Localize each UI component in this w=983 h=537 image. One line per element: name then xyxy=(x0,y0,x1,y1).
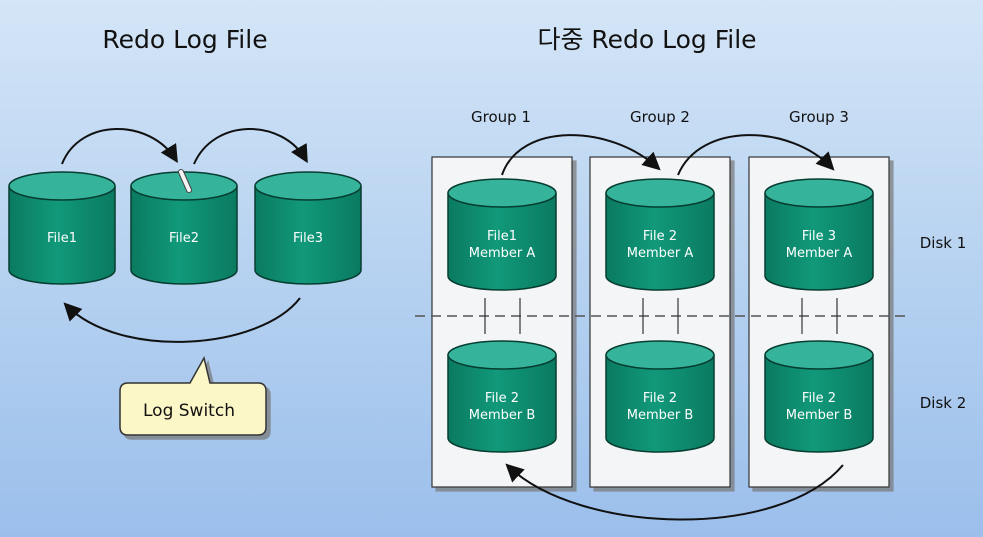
disk-1-label: Disk 1 xyxy=(920,234,967,252)
group-1-member-a-cylinder: File1 Member A xyxy=(447,178,557,291)
arrow-file2-to-file3 xyxy=(193,128,308,165)
group-3-member-a-line1: File 3 xyxy=(802,229,836,244)
group-3-member-a-cylinder: File 3 Member A xyxy=(764,178,874,291)
group-2-label: Group 2 xyxy=(630,108,690,126)
arrow-group3-back-to-group1 xyxy=(505,463,844,521)
group-1-member-a-line2: Member A xyxy=(469,246,536,261)
group-2-member-a-line1: File 2 xyxy=(643,229,677,244)
group-3-label: Group 3 xyxy=(789,108,849,126)
left-file-3-label: File3 xyxy=(293,231,323,246)
log-switch-label: Log Switch xyxy=(143,401,235,421)
arrow-file3-back-to-file1 xyxy=(63,297,301,343)
group-1-label: Group 1 xyxy=(471,108,531,126)
group-1-member-b-cylinder: File 2 Member B xyxy=(447,340,557,453)
arrow-group1-to-group2 xyxy=(501,134,661,176)
right-title: 다중 Redo Log File xyxy=(537,25,756,54)
group-1-member-b-line2: Member B xyxy=(469,408,536,423)
left-file-3-cylinder: File3 xyxy=(254,171,362,285)
group-3-member-b-line2: Member B xyxy=(786,408,853,423)
disk-2-label: Disk 2 xyxy=(920,394,967,412)
member-connectors xyxy=(484,298,838,334)
group-2-member-a-line2: Member A xyxy=(627,246,694,261)
pointer-pen-icon xyxy=(178,169,192,193)
group-3-member-a-line2: Member A xyxy=(786,246,853,261)
left-file-2-cylinder: File2 xyxy=(130,171,238,285)
group-3-member-b-cylinder: File 2 Member B xyxy=(764,340,874,453)
group-2-member-b-cylinder: File 2 Member B xyxy=(605,340,715,453)
log-switch-callout xyxy=(119,355,267,436)
left-file-2-label: File2 xyxy=(169,231,199,246)
group-2-member-b-line2: Member B xyxy=(627,408,694,423)
left-file-1-label: File1 xyxy=(47,231,77,246)
arrow-file1-to-file2 xyxy=(61,128,178,165)
group-2-member-b-line1: File 2 xyxy=(643,391,677,406)
left-file-1-cylinder: File1 xyxy=(8,171,116,285)
arrow-group2-to-group3 xyxy=(677,134,835,176)
left-title: Redo Log File xyxy=(102,25,267,54)
group-1-member-a-line1: File1 xyxy=(487,229,517,244)
group-1-member-b-line1: File 2 xyxy=(485,391,519,406)
group-3-member-b-line1: File 2 xyxy=(802,391,836,406)
group-2-member-a-cylinder: File 2 Member A xyxy=(605,178,715,291)
